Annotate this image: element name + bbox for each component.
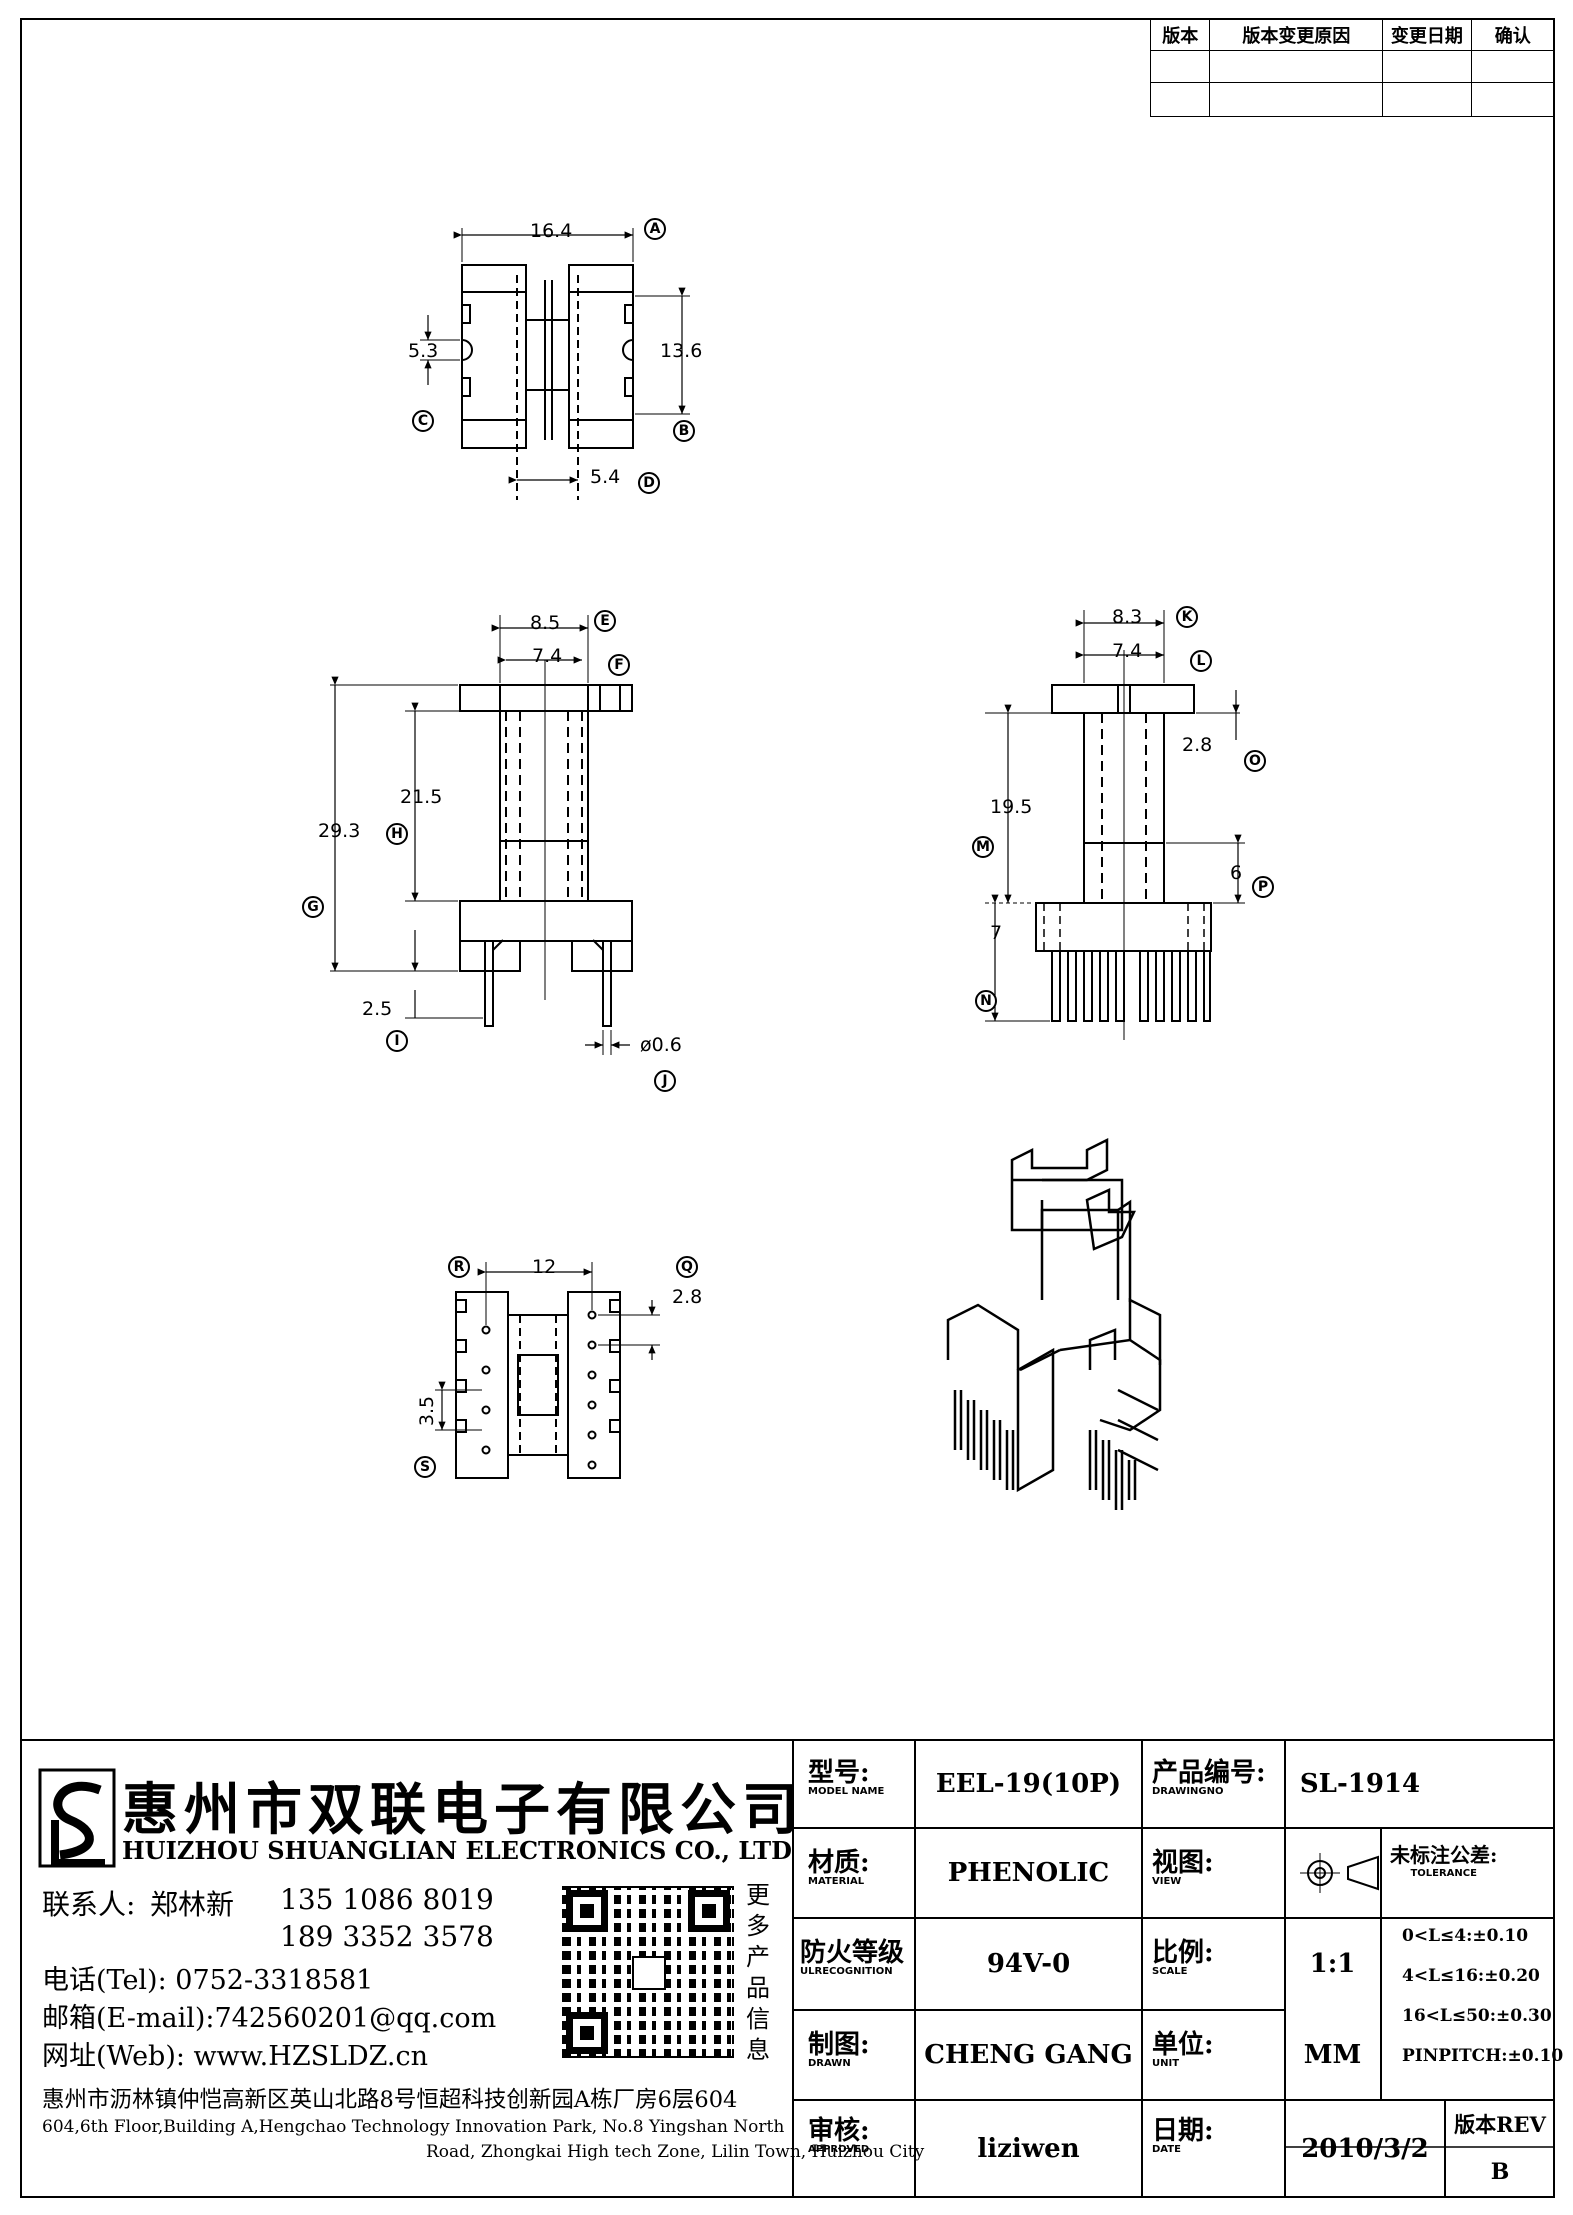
ul-label: 防火等级 ULRECOGNITION	[800, 1938, 905, 1977]
company-email: 邮箱(E-mail):742560201@qq.com	[42, 2003, 497, 2034]
tolerance-1: 0<L≤4:±0.10	[1402, 1926, 1529, 1946]
dim-front-top2: 7.4	[532, 645, 563, 667]
date-value: 2010/3/2	[1301, 2133, 1429, 2164]
label-D: D	[638, 472, 660, 494]
tolerance-label: 未标注公差: TOLERANCE	[1390, 1843, 1498, 1879]
company-name-en: HUIZHOU SHUANGLIAN ELECTRONICS CO., LTD	[122, 1836, 792, 1865]
material-value: PHENOLIC	[947, 1858, 1110, 1888]
side-view	[985, 610, 1245, 1040]
contact-phone-2: 189 3352 3578	[280, 1920, 494, 1953]
contact-name: 郑林新	[150, 1888, 235, 1921]
rev-label: 版本REV	[1454, 2111, 1546, 2137]
material-label: 材质: MATERIAL	[808, 1848, 870, 1887]
dim-side-base: 6	[1230, 862, 1243, 884]
label-I: I	[386, 1030, 408, 1052]
label-M: M	[972, 836, 994, 858]
dim-top-right: 13.6	[660, 340, 703, 362]
approved-value: liziwen	[977, 2133, 1080, 2164]
drawing-no-label: 产品编号: DRAWINGNO	[1152, 1758, 1266, 1797]
label-K: K	[1176, 606, 1198, 628]
label-S: S	[414, 1456, 436, 1478]
approved-label: 审核: APPROVED	[808, 2116, 870, 2155]
dim-bottom-width: 12	[532, 1256, 557, 1278]
qr-center-logo	[632, 1956, 666, 1990]
tolerance-2: 4<L≤16:±0.20	[1402, 1966, 1540, 1986]
dim-top-left: 5.3	[408, 340, 439, 362]
label-H: H	[386, 823, 408, 845]
dim-side-top2: 7.4	[1112, 640, 1143, 662]
label-P: P	[1252, 876, 1274, 898]
dim-bottom-row: 3.5	[416, 1395, 439, 1427]
drawn-value: CHENG GANG	[924, 2040, 1133, 2070]
qr-finder-tl	[566, 1890, 608, 1932]
dim-front-pin-dia: ø0.6	[640, 1034, 682, 1056]
label-N: N	[975, 990, 997, 1012]
address-en-2: Road, Zhongkai High tech Zone, Lilin Tow…	[426, 2142, 925, 2162]
dim-side-top1: 8.3	[1112, 606, 1143, 628]
contact-label: 联系人:	[42, 1888, 136, 1921]
drawing-no-value: SL-1914	[1299, 1769, 1421, 1799]
label-L: L	[1190, 650, 1212, 672]
scale-label: 比例: SCALE	[1152, 1938, 1214, 1977]
dim-side-body: 19.5	[990, 796, 1033, 818]
label-J: J	[654, 1070, 676, 1092]
dim-front-total: 29.3	[318, 820, 361, 842]
qr-caption: 更多产品信息	[746, 1881, 770, 2064]
drawn-label: 制图: DRAWN	[808, 2030, 870, 2069]
dim-top-bottom: 5.4	[590, 466, 621, 488]
qr-finder-tr	[688, 1890, 730, 1932]
projection-symbol-icon	[1300, 1853, 1379, 1893]
view-label: 视图: VIEW	[1152, 1848, 1214, 1887]
company-web: 网址(Web): www.HZSLDZ.cn	[42, 2041, 429, 2072]
dim-front-pin: 2.5	[362, 998, 393, 1020]
front-view	[330, 615, 633, 1055]
date-label: 日期: DATE	[1152, 2116, 1214, 2155]
label-A: A	[644, 218, 666, 240]
model-label: 型号: MODEL NAME	[808, 1758, 885, 1797]
drawing-frame	[20, 18, 1555, 2198]
rev-value: B	[1490, 2159, 1510, 2185]
label-O: O	[1244, 750, 1266, 772]
title-block-lines	[20, 1739, 1555, 2197]
ul-value: 94V-0	[986, 1949, 1071, 1979]
dim-top-width: 16.4	[530, 220, 573, 242]
company-name-zh: 惠州市双联电子有限公司	[122, 1777, 804, 1843]
scale-value: 1:1	[1309, 1949, 1356, 1979]
dim-side-flange: 2.8	[1182, 734, 1213, 756]
rev-header-reason: 版本变更原因	[1209, 18, 1384, 51]
dim-front-body: 21.5	[400, 786, 443, 808]
top-view	[420, 228, 690, 500]
label-Q: Q	[676, 1256, 698, 1278]
model-value: EEL-19(10P)	[935, 1769, 1122, 1799]
dim-front-top1: 8.5	[530, 612, 561, 634]
revision-table: 版本 版本变更原因 变更日期 确认	[1149, 18, 1556, 117]
address-zh: 惠州市沥林镇仲恺高新区英山北路8号恒超科技创新园A栋厂房6层604	[42, 2087, 738, 2113]
bottom-view	[435, 1262, 660, 1479]
contact-phone-1: 135 1086 8019	[280, 1883, 494, 1916]
unit-value: MM	[1303, 2040, 1362, 2070]
label-R: R	[448, 1256, 470, 1278]
label-E: E	[594, 610, 616, 632]
tolerance-3: 16<L≤50:±0.30	[1402, 2006, 1552, 2026]
isometric-view	[946, 1137, 1162, 1510]
label-F: F	[608, 654, 630, 676]
dim-bottom-pitch: 2.8	[672, 1286, 703, 1308]
unit-label: 单位: UNIT	[1152, 2030, 1214, 2069]
company-tel: 电话(Tel): 0752-3318581	[42, 1965, 374, 1996]
label-B: B	[673, 420, 695, 442]
tolerance-4: PINPITCH:±0.10	[1402, 2046, 1564, 2066]
label-G: G	[302, 896, 324, 918]
qr-finder-bl	[566, 2012, 608, 2054]
address-en-1: 604,6th Floor,Building A,Hengchao Techno…	[42, 2117, 785, 2137]
dim-side-pin: 7	[990, 922, 1003, 944]
label-C: C	[412, 410, 434, 432]
